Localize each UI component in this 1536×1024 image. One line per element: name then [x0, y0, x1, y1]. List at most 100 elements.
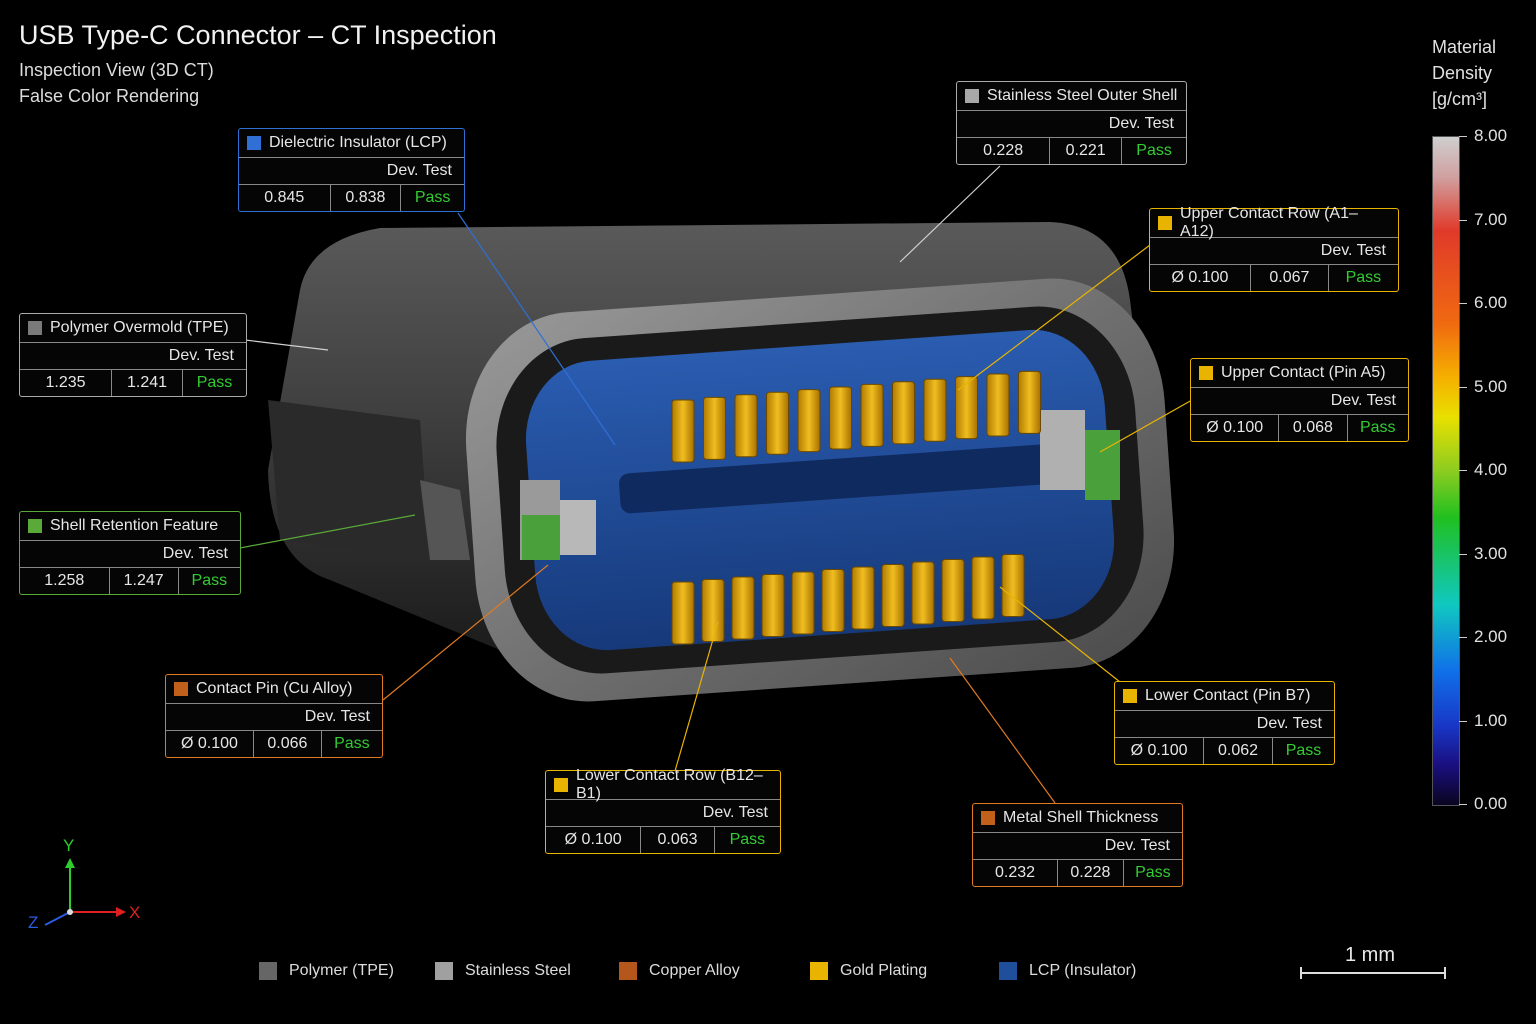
colorbar-tick-mark	[1459, 136, 1467, 137]
callout-upper-contact-pin-a5[interactable]: Upper Contact (Pin A5) Dev. Test Ø 0.100…	[1190, 358, 1409, 442]
swatch-gold	[1158, 216, 1172, 230]
lower-contact-pin	[791, 571, 815, 635]
legend-item-lcp: LCP (Insulator)	[999, 962, 1136, 980]
callout-label: Stainless Steel Outer Shell	[987, 87, 1178, 104]
lower-contact-pin	[821, 569, 845, 632]
callout-column-header: Dev. Test	[1115, 710, 1334, 737]
leader-thickness	[949, 657, 1056, 804]
swatch-gold	[1123, 689, 1137, 703]
callout-column-header: Dev. Test	[546, 799, 780, 826]
axis-z-label: Z	[28, 913, 39, 932]
leader-dielectric	[457, 212, 616, 446]
colorbar-tick-label: 5.00	[1474, 376, 1508, 396]
lower-contact-pin	[761, 574, 785, 637]
colorbar-tick-label: 2.00	[1474, 627, 1508, 646]
legend-swatch	[999, 962, 1017, 980]
legend-label: Copper Alloy	[649, 962, 740, 979]
colorbar-tick-mark	[1459, 386, 1467, 388]
upper-contact-pin	[986, 373, 1010, 437]
lower-contact-pin	[1001, 554, 1025, 617]
upper-contact-pin	[1018, 370, 1041, 434]
lower-contact-row	[671, 554, 1025, 645]
callout-status: Pass	[177, 568, 240, 594]
callout-column-header: Dev. Test	[20, 342, 246, 369]
colorbar-title-unit: [g/cm³]	[1432, 89, 1488, 109]
page-subtitle-rendering: False Color Rendering	[19, 86, 200, 106]
scale-bar	[1300, 967, 1446, 979]
callout-nominal: 1.258	[44, 572, 85, 589]
callout-label: Lower Contact Row (B12–B1)	[576, 767, 763, 802]
callout-status: Pass	[182, 370, 246, 396]
density-colorbar	[1432, 136, 1460, 806]
swatch-copper	[174, 682, 188, 696]
colorbar-tick-mark	[1459, 219, 1467, 221]
callout-column-header: Dev. Test	[973, 832, 1182, 859]
legend-swatch	[435, 962, 453, 980]
colorbar-title: Material Density [g/cm³]	[1432, 34, 1496, 112]
upper-contact-pin	[955, 376, 978, 440]
callout-nominal: 0.228	[983, 142, 1024, 159]
callout-dielectric-insulator[interactable]: Dielectric Insulator (LCP) Dev. Test 0.8…	[238, 128, 465, 212]
colorbar-tick-mark	[1459, 637, 1467, 638]
colorbar-tick-label: 8.00	[1474, 126, 1508, 145]
upper-contact-pin	[923, 378, 947, 442]
lower-contact-pin	[731, 576, 755, 640]
lower-contact-pin	[881, 564, 905, 627]
lower-contact-pin	[671, 581, 695, 645]
callout-status: Pass	[400, 185, 464, 211]
upper-contact-pin	[703, 396, 726, 460]
callout-lower-contact-row[interactable]: Lower Contact Row (B12–B1) Dev. Test Ø 0…	[545, 767, 781, 854]
legend-item-gold: Gold Plating	[810, 962, 927, 980]
callout-stainless-shell[interactable]: Stainless Steel Outer Shell Dev. Test 0.…	[956, 81, 1187, 165]
legend-item-steel: Stainless Steel	[435, 962, 571, 980]
swatch-steel	[965, 89, 979, 103]
lower-contact-pin	[971, 556, 995, 620]
swatch-green	[28, 519, 42, 533]
callout-measured: 0.062	[1203, 738, 1272, 764]
callout-status: Pass	[320, 731, 382, 757]
callout-status: Pass	[1327, 265, 1398, 291]
colorbar-tick-label: 6.00	[1474, 293, 1508, 312]
callout-label: Upper Contact Row (A1–A12)	[1180, 205, 1358, 240]
legend-swatch	[619, 962, 637, 980]
leader-overmold	[244, 339, 329, 351]
callout-label: Upper Contact (Pin A5)	[1221, 364, 1386, 381]
leader-contact-pin	[382, 564, 549, 701]
leader-lower-pin	[999, 586, 1121, 683]
colorbar-title-line: Material	[1432, 37, 1497, 57]
lower-contact-pin	[941, 559, 965, 622]
callout-nominal: 1.235	[45, 374, 86, 391]
callout-measured: 0.228	[1057, 860, 1123, 886]
axis-x-label: X	[129, 903, 141, 922]
scale-bar-label: 1 mm	[1345, 944, 1395, 966]
callout-contact-pin-cu[interactable]: Contact Pin (Cu Alloy) Dev. Test Ø 0.100…	[165, 674, 383, 758]
legend-label: Gold Plating	[840, 962, 928, 979]
callout-column-header: Dev. Test	[239, 157, 464, 184]
callout-lower-contact-pin-b7[interactable]: Lower Contact (Pin B7) Dev. Test Ø 0.100…	[1114, 681, 1335, 765]
callout-upper-contact-row[interactable]: Upper Contact Row (A1–A12) Dev. Test Ø 0…	[1149, 205, 1399, 292]
swatch-gold	[1199, 366, 1213, 380]
colorbar-tick-mark	[1459, 470, 1467, 471]
callout-status: Pass	[1346, 415, 1408, 441]
colorbar-tick-label: 1.00	[1474, 710, 1508, 730]
callout-status: Pass	[713, 827, 780, 853]
legend-swatch	[810, 962, 828, 980]
callout-measured: 1.241	[111, 370, 182, 396]
swatch-tpe	[28, 321, 42, 335]
callout-nominal: Ø 0.100	[1171, 269, 1229, 286]
swatch-copper	[981, 811, 995, 825]
swatch-lcp	[247, 136, 261, 150]
callout-measured: 0.221	[1049, 138, 1121, 164]
legend-label: Polymer (TPE)	[289, 962, 394, 979]
colorbar-tick-mark	[1459, 303, 1467, 304]
callout-measured: 0.063	[640, 827, 714, 853]
lower-contact-pin	[851, 566, 875, 630]
upper-contact-pin	[797, 389, 821, 453]
upper-contact-pin	[892, 381, 915, 445]
callout-nominal: Ø 0.100	[181, 735, 238, 752]
leader-shell	[899, 165, 1001, 263]
